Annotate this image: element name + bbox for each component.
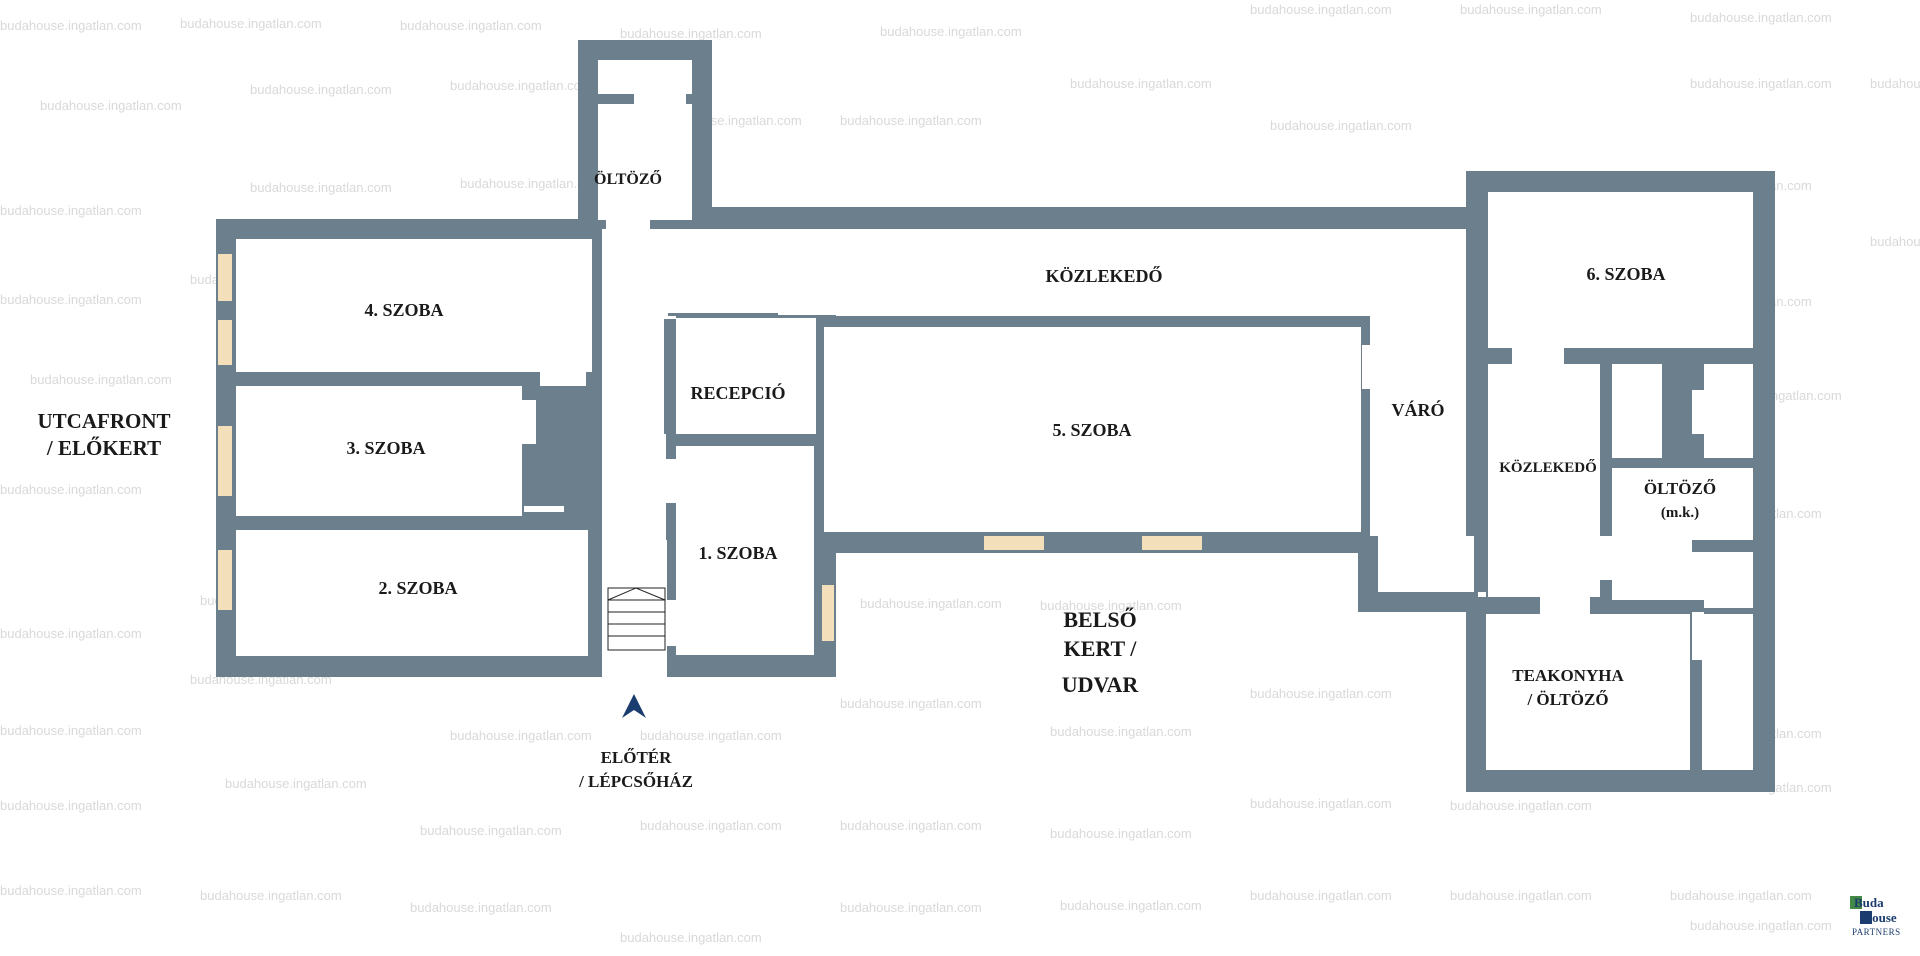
watermark-text: budahouse.ingatlan.com xyxy=(1670,888,1812,903)
label-dressing-wc-line1: ÖLTÖZŐ xyxy=(1644,479,1716,498)
label-waiting: VÁRÓ xyxy=(1392,399,1445,420)
watermark-text: budahouse.ingatlan.com xyxy=(1690,76,1832,91)
label-reception: RECEPCIÓ xyxy=(690,382,785,403)
watermark-text: budahouse.ingatlan.com xyxy=(1050,724,1192,739)
watermark-text: budahouse.ingatlan.com xyxy=(880,24,1022,39)
label-garden-line3: UDVAR xyxy=(1062,672,1140,697)
watermark-text: budahouse.ingatlan.com xyxy=(840,113,982,128)
watermark-text: budahouse.ingatlan.com xyxy=(225,776,367,791)
label-dressing-wc-line2: (m.k.) xyxy=(1661,505,1699,521)
watermark-text: budahouse.ingatlan.com xyxy=(250,180,392,195)
watermark-text: budahouse.ingatlan.com xyxy=(40,98,182,113)
watermark-text: budahouse.ingatlan.com xyxy=(250,82,392,97)
label-kitchen-line2: / ÖLTÖZŐ xyxy=(1526,690,1608,709)
watermark-text: budahouse.ingatlan.com xyxy=(1050,826,1192,841)
label-corridor-right: KÖZLEKEDŐ xyxy=(1499,459,1597,476)
label-room-1: 1. SZOBA xyxy=(698,543,777,563)
label-corridor-main: KÖZLEKEDŐ xyxy=(1045,265,1162,286)
watermark-text: budahouse.ingatlan.com xyxy=(0,482,142,497)
watermark-text: budahouse.ingatlan.com xyxy=(1870,234,1920,249)
logo-line1: Buda xyxy=(1854,895,1884,910)
label-room-4: 4. SZOBA xyxy=(364,300,443,320)
buda-house-partners-logo: Buda House PARTNERS xyxy=(1850,895,1912,951)
watermark-text: budahouse.ingatlan.com xyxy=(1250,888,1392,903)
entry-arrow xyxy=(622,694,646,718)
watermark-text: budahouse.ingatlan.com xyxy=(1070,76,1212,91)
watermark-text: budahouse.ingatlan.com xyxy=(0,626,142,641)
watermark-text: budahouse.ingatlan.com xyxy=(1690,918,1832,933)
watermark-text: budahouse.ingatlan.com xyxy=(450,728,592,743)
watermark-text: budahouse.ingatlan.com xyxy=(640,818,782,833)
watermark-text: budahouse.ingatlan.com xyxy=(840,818,982,833)
watermark-text: budahouse.ingatlan.com xyxy=(200,888,342,903)
watermark-text: budahouse.ingatlan.com xyxy=(620,930,762,945)
watermark-text: budahouse.ingatlan.com xyxy=(1250,686,1392,701)
watermark-text: budahouse.ingatlan.com xyxy=(860,596,1002,611)
watermark-text: budahouse.ingatlan.com xyxy=(1460,2,1602,17)
label-street-line2: / ELŐKERT xyxy=(46,436,161,460)
watermark-text: budahouse.ingatlan.com xyxy=(1450,798,1592,813)
watermark-text: budahouse.ingatlan.com xyxy=(1060,898,1202,913)
watermark-text: budahouse.ingatlan.com xyxy=(420,823,562,838)
watermark-text: budahouse.ingatlan.com xyxy=(1250,2,1392,17)
label-entry-line2: / LÉPCSŐHÁZ xyxy=(578,772,693,791)
label-room-6: 6. SZOBA xyxy=(1586,264,1665,284)
room-labels: 4. SZOBA 3. SZOBA 2. SZOBA 1. SZOBA 5. S… xyxy=(37,169,1716,791)
watermark-text: budahouse.ingatlan.com xyxy=(840,696,982,711)
watermark-text: budahouse.ingatlan.com xyxy=(0,798,142,813)
watermark-text: budahouse.ingatlan.com xyxy=(30,372,172,387)
label-garden-line1: BELSŐ xyxy=(1063,607,1136,632)
watermark-text: budahouse.ingatlan.com xyxy=(180,16,322,31)
watermark-text: budahouse.ingatlan.com xyxy=(840,900,982,915)
watermark-text: budahouse.ingatlan.com xyxy=(0,18,142,33)
door-openings xyxy=(522,94,1704,660)
label-room-5: 5. SZOBA xyxy=(1052,420,1131,440)
watermark-text: budahouse.ingatlan.com xyxy=(410,900,552,915)
watermark-text: budahouse.ingatlan.com xyxy=(1450,888,1592,903)
label-room-3: 3. SZOBA xyxy=(346,438,425,458)
label-entry-line1: ELŐTÉR xyxy=(601,748,673,767)
watermark-text: budahouse.ingatlan.com xyxy=(1250,796,1392,811)
watermark-text: budahouse.ingatlan.com xyxy=(640,728,782,743)
watermark-text: budahouse.ingatlan.com xyxy=(620,26,762,41)
room-interiors xyxy=(236,60,1753,770)
watermark-text: budahouse.ingatlan.com xyxy=(400,18,542,33)
label-kitchen-line1: TEAKONYHA xyxy=(1512,666,1624,685)
label-dressing-top: ÖLTÖZŐ xyxy=(594,169,662,188)
watermark-text: budahouse.ingatlan.com xyxy=(460,176,602,191)
staircase xyxy=(607,587,666,676)
label-room-2: 2. SZOBA xyxy=(378,578,457,598)
watermark-text: budahouse.ingatlan.com xyxy=(0,723,142,738)
logo-line2: House xyxy=(1862,910,1897,925)
watermark-text: budahouse.ingatlan.com xyxy=(1270,118,1412,133)
watermark-text: budahouse.ingatlan.com xyxy=(0,203,142,218)
watermark-text: budahouse.ingatlan.com xyxy=(0,883,142,898)
watermark-text: budahouse.ingatlan.com xyxy=(1870,76,1920,91)
watermark-text: budahouse.ingatlan.com xyxy=(1040,598,1182,613)
logo-line3: PARTNERS xyxy=(1852,927,1901,937)
watermark-text: budahouse.ingatlan.com xyxy=(450,78,592,93)
watermark-text: budahouse.ingatlan.com xyxy=(1690,10,1832,25)
watermark-text: budahouse.ingatlan.com xyxy=(0,292,142,307)
label-garden-line2: KERT / xyxy=(1064,636,1138,661)
label-street-line1: UTCAFRONT xyxy=(37,409,170,433)
windows xyxy=(218,254,1202,641)
